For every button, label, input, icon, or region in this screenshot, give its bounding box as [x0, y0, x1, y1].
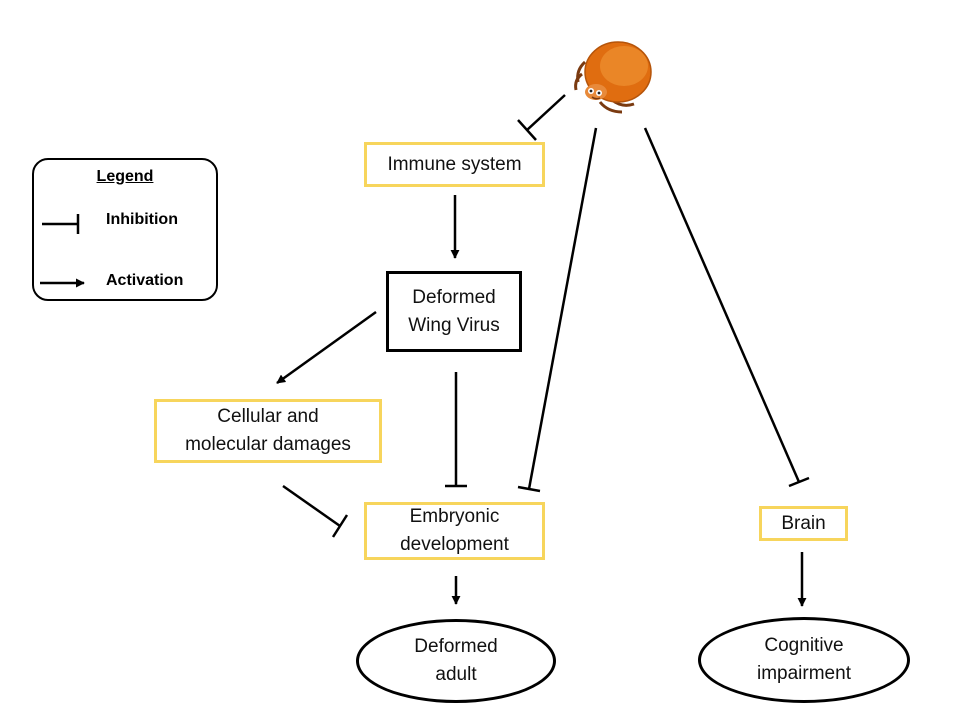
node-cellular-label-line2: molecular damages [185, 434, 351, 455]
edge-cellular-damages-to-embryonic-development [282, 484, 349, 538]
legend-box: Legend Inhibition Activation [32, 158, 218, 301]
edge-mite-to-embryonic-development [517, 127, 598, 493]
node-deformed-adult-label-line2: adult [435, 664, 477, 685]
node-cognitive-impairment: Cognitive impairment [698, 617, 910, 703]
node-dwv-label-line1: Deformed [412, 286, 496, 308]
node-embryonic-label-line2: development [400, 534, 509, 555]
edge-mite-to-immune-system [517, 94, 566, 141]
legend-label-inhibition: Inhibition [106, 211, 178, 228]
node-cognitive-label-line1: Cognitive [764, 635, 844, 656]
legend-title: Legend [96, 168, 154, 185]
node-embryonic-development: Embryonic development [364, 502, 545, 560]
node-immune-system: Immune system [364, 142, 545, 187]
node-brain: Brain [759, 506, 848, 541]
edge-dwv-to-cellular-damages [276, 310, 377, 385]
node-cognitive-label-line2: impairment [757, 663, 851, 684]
node-deformed-adult-label-line1: Deformed [414, 636, 498, 657]
node-cellular-molecular-damages: Cellular and molecular damages [154, 399, 382, 463]
node-embryonic-label-line1: Embryonic [409, 506, 500, 527]
node-dwv-label-line2: Wing Virus [408, 314, 500, 336]
node-deformed-adult: Deformed adult [356, 619, 556, 703]
varroa-mite-icon [574, 41, 652, 114]
node-cellular-label-line1: Cellular and [217, 406, 319, 427]
legend-inhibition-symbol [42, 214, 80, 234]
node-brain-label: Brain [781, 512, 826, 534]
legend-label-activation: Activation [106, 272, 184, 289]
node-deformed-wing-virus: Deformed Wing Virus [386, 271, 522, 352]
edge-dwv-to-embryonic-development [445, 372, 467, 488]
edge-mite-to-brain [643, 127, 810, 488]
node-immune-system-label: Immune system [387, 153, 522, 175]
